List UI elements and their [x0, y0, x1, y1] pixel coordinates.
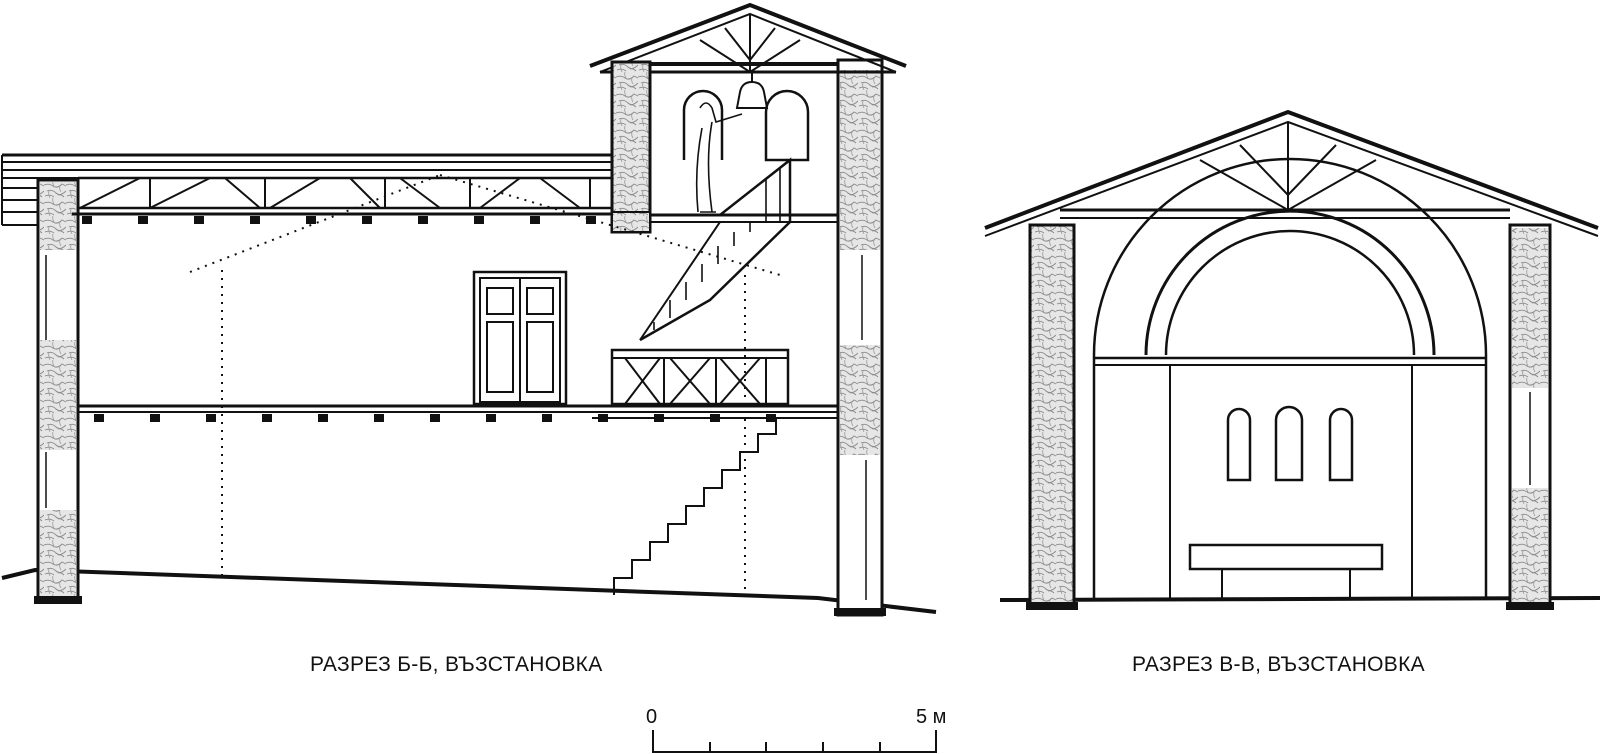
right-wall	[834, 58, 886, 617]
ground-line-bb	[1, 567, 937, 614]
hidden-lines	[189, 174, 781, 600]
section-bb-drawing	[1, 2, 937, 617]
scale-start-label: 0	[646, 706, 658, 728]
vv-left-wall	[1026, 223, 1078, 610]
ground-line-vv	[999, 596, 1600, 602]
upper-stair	[639, 157, 800, 342]
scale-end-label: 5 м	[916, 706, 947, 728]
scale-bar	[652, 730, 937, 753]
apse-windows	[1226, 405, 1354, 482]
left-wall	[34, 178, 82, 604]
caption-section-bb: РАЗРЕЗ Б-Б, ВЪЗСТАНОВКА	[310, 653, 603, 676]
bell-tower	[589, 2, 907, 234]
door	[472, 270, 568, 406]
floor-slab	[78, 404, 838, 422]
lower-stair	[613, 418, 777, 595]
caption-section-vv: РАЗРЕЗ В-В, ВЪЗСТАНОВКА	[1132, 653, 1425, 676]
altar	[1188, 543, 1384, 600]
gable-roof	[984, 109, 1599, 237]
vault	[1092, 157, 1488, 600]
main-roof	[1, 153, 612, 226]
section-vv-drawing	[984, 109, 1600, 610]
vv-right-wall	[1506, 223, 1554, 610]
gallery	[610, 348, 790, 406]
